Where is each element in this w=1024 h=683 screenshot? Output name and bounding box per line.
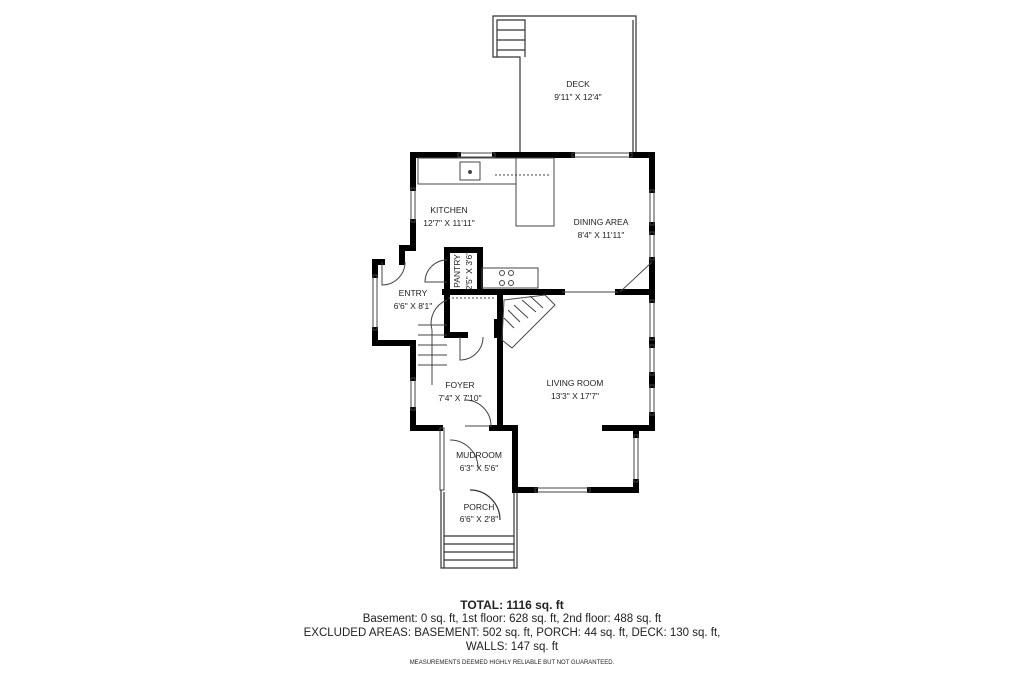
room-name-foyer: FOYER bbox=[445, 380, 474, 390]
floor-areas: Basement: 0 sq. ft, 1st floor: 628 sq. f… bbox=[362, 613, 662, 625]
room-name-porch: PORCH bbox=[464, 502, 495, 512]
excluded-areas: EXCLUDED AREAS: BASEMENT: 502 sq. ft, PO… bbox=[303, 627, 721, 639]
windows-fixtures bbox=[372, 152, 655, 493]
room-size-deck: 9'11" X 12'4" bbox=[554, 92, 601, 102]
room-name-deck: DECK bbox=[566, 79, 590, 89]
room-size-living: 13'3" X 17'7" bbox=[551, 391, 599, 401]
room-size-porch: 6'6" X 2'8" bbox=[460, 514, 499, 524]
deck bbox=[492, 15, 637, 155]
room-size-kitchen: 12'7" X 11'11" bbox=[423, 218, 475, 228]
walls bbox=[372, 152, 655, 493]
room-size-mudroom: 6'3" X 5'6" bbox=[460, 463, 499, 473]
disclaimer: MEASUREMENTS DEEMED HIGHLY RELIABLE BUT … bbox=[409, 660, 615, 666]
room-size-foyer: 7'4" X 7'10" bbox=[438, 393, 481, 403]
porch bbox=[440, 489, 518, 569]
room-size-pantry: 2'5" X 3'6" bbox=[464, 252, 474, 291]
room-name-dining: DINING AREA bbox=[574, 217, 629, 227]
room-name-pantry: PANTRY bbox=[452, 254, 462, 288]
walls-area: WALLS: 147 sq. ft bbox=[465, 641, 559, 653]
room-name-living: LIVING ROOM bbox=[547, 378, 604, 388]
room-size-dining: 8'4" X 11'11" bbox=[578, 230, 625, 240]
room-name-kitchen: KITCHEN bbox=[430, 205, 467, 215]
total-area: TOTAL: 1116 sq. ft bbox=[460, 598, 564, 612]
room-size-entry: 6'6" X 8'1" bbox=[394, 301, 433, 311]
room-name-mudroom: MUDROOM bbox=[456, 450, 502, 460]
room-labels: DECK 9'11" X 12'4" KITCHEN 12'7" X 11'11… bbox=[394, 79, 629, 524]
room-name-entry: ENTRY bbox=[399, 288, 428, 298]
